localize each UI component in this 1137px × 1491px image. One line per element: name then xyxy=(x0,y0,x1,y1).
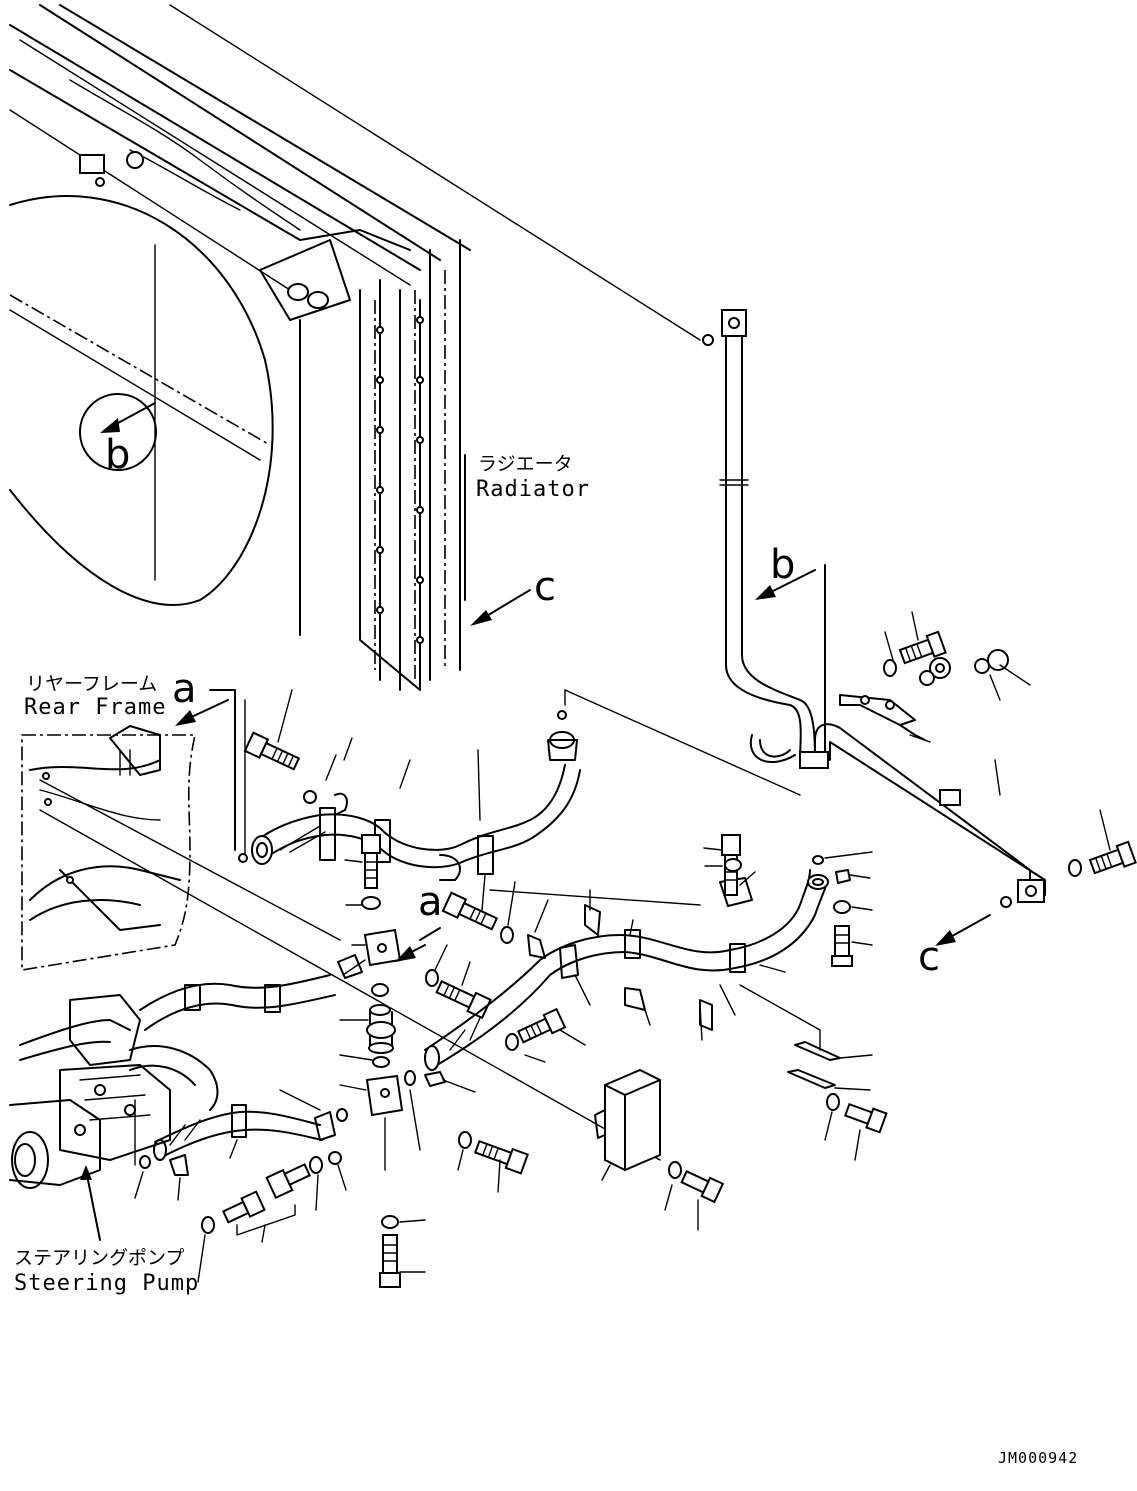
steering-pump-label-jp: ステアリングポンプ xyxy=(14,1247,184,1269)
middle-bolt-set xyxy=(425,874,516,1020)
steering-pump xyxy=(9,974,336,1241)
rear-frame xyxy=(21,725,196,971)
lower-hose xyxy=(134,1089,348,1201)
view-a-top: a xyxy=(172,666,236,851)
mid-right-bolt xyxy=(703,834,742,896)
right-clamp-bracket xyxy=(749,694,926,769)
rail-bolts xyxy=(376,316,424,644)
cover-plate xyxy=(594,1068,725,1231)
radiator-assembly xyxy=(9,4,471,691)
view-b-callout: b xyxy=(79,393,157,478)
elbow-fittings xyxy=(812,851,873,967)
steering-pump-label-en: Steering Pump xyxy=(14,1271,199,1296)
view-c-right: c xyxy=(918,896,1012,980)
right-vertical-pipe xyxy=(719,309,816,761)
bolt-upper-left xyxy=(243,689,301,771)
view-c-top: c xyxy=(470,564,556,626)
valve-stack xyxy=(337,954,426,1288)
upper-hose xyxy=(238,699,581,875)
valve-block-upper: a xyxy=(351,879,443,997)
lower-bolts xyxy=(197,1131,530,1283)
middle-clamps xyxy=(527,871,786,1041)
right-small-clips xyxy=(739,984,888,1161)
radiator-label-jp: ラジエータ xyxy=(478,453,573,475)
main-middle-hose xyxy=(424,869,829,1071)
rear-frame-label-en: Rear Frame xyxy=(24,695,166,720)
marker-a-mid: a xyxy=(418,879,443,925)
marker-a-top: a xyxy=(172,666,197,712)
marker-b-circle: b xyxy=(105,432,130,478)
marker-b-right: b xyxy=(770,542,795,588)
right-horizontal-pipe xyxy=(814,723,1046,903)
radiator-label-en: Radiator xyxy=(476,477,590,502)
rear-frame-label-jp: リヤーフレーム xyxy=(26,673,157,695)
top-right-hardware xyxy=(883,611,1031,743)
upper-clamps xyxy=(303,737,481,881)
marker-c-right: c xyxy=(918,934,940,980)
mid-small-bolt xyxy=(424,1007,586,1093)
drawing-code: JM000942 xyxy=(998,1449,1078,1467)
block-top-bolt xyxy=(344,834,381,910)
marker-c-top: c xyxy=(534,564,556,610)
right-bottom-bolt xyxy=(994,759,1137,877)
